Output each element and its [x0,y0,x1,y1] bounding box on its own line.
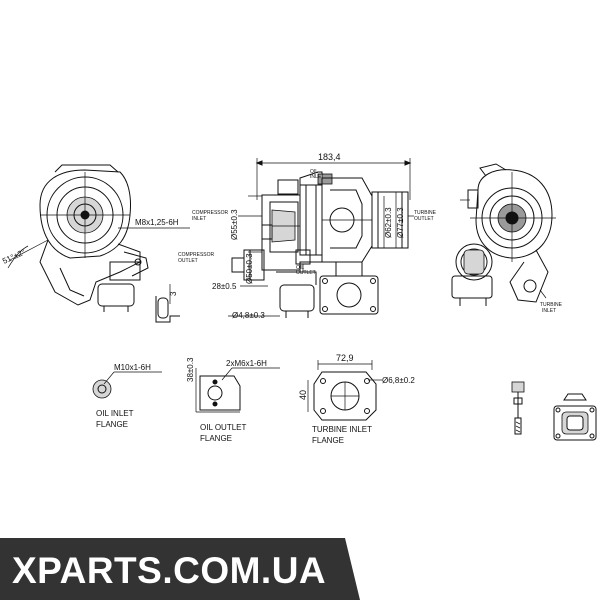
dia-50-dimension: Ø50±0.3 [245,253,254,284]
compressor-inlet-label-1: COMPRESSOR [192,210,229,216]
dia-55-dimension: Ø55±0.3 [230,209,239,240]
turbine-inlet-flange-detail: 72,9 40 Ø6,8±0.2 TURBINE INLET FLANGE [298,353,415,445]
overall-length-dimension: 183,4 [318,152,341,162]
oil-outlet-flange-detail: 2xM6x1-6H 38±0.3 OIL OUTLET FLANGE [186,357,280,443]
oil-inlet-small-label-1: OIL [310,169,318,175]
turbine-outlet-label-1: TURBINE [414,210,437,216]
compressor-outlet-label-1: COMPRESSOR [178,252,215,258]
oil-inlet-flange-label-1: OIL INLET [96,409,134,418]
dim-28-dimension: 28±0.5 [212,282,237,291]
oil-inlet-small-label-2: INLET [310,174,324,180]
dia-62-dimension: Ø62±0.3 [384,207,393,238]
right-end-view: TURBINE INLET [451,163,563,314]
angle-dimension: 51°±2° [1,247,27,265]
oil-outlet-small-label-2: OUTLET [296,270,316,276]
bolt-and-gasket [511,381,597,441]
compressor-inlet-label-2: INLET [192,216,206,222]
compressor-thread-dimension: M8x1,25-6H [135,218,179,227]
turbine-inlet-small-label-1: TURBINE [540,302,563,308]
oil-outlet-small-label-1: OIL [296,265,304,271]
turbine-outlet-label-2: OUTLET [414,216,434,222]
left-end-view: 51°±2° M8x1,25-6H 3 [1,164,190,323]
oil-inlet-thread-dimension: M10x1-6H [114,363,151,372]
oil-inlet-flange-detail: M10x1-6H OIL INLET FLANGE [92,363,162,429]
center-side-view: 183,4 [178,152,437,320]
watermark-banner [0,538,360,600]
dim-72-9-dimension: 72,9 [336,353,354,363]
oil-inlet-flange-label-2: FLANGE [96,420,128,429]
oil-outlet-flange-label-2: FLANGE [200,434,232,443]
dim-38-dimension: 38±0.3 [186,357,195,382]
turbine-inlet-small-label-2: INLET [542,308,556,314]
dia-6-8-dimension: Ø6,8±0.2 [382,376,415,385]
dim-40-dimension: 40 [298,390,308,400]
turbine-inlet-flange-label-2: FLANGE [312,436,344,445]
dia-77-dimension: Ø77±0.3 [396,207,405,238]
dia-4-8-dimension: Ø4,8±0.3 [232,311,265,320]
oil-outlet-flange-label-1: OIL OUTLET [200,423,246,432]
oil-outlet-thread-dimension: 2xM6x1-6H [226,359,267,368]
compressor-outlet-label-2: OUTLET [178,258,198,264]
watermark-text: XPARTS.COM.UA [12,550,327,591]
dimension-3: 3 [169,291,178,296]
turbine-inlet-flange-label-1: TURBINE INLET [312,425,372,434]
